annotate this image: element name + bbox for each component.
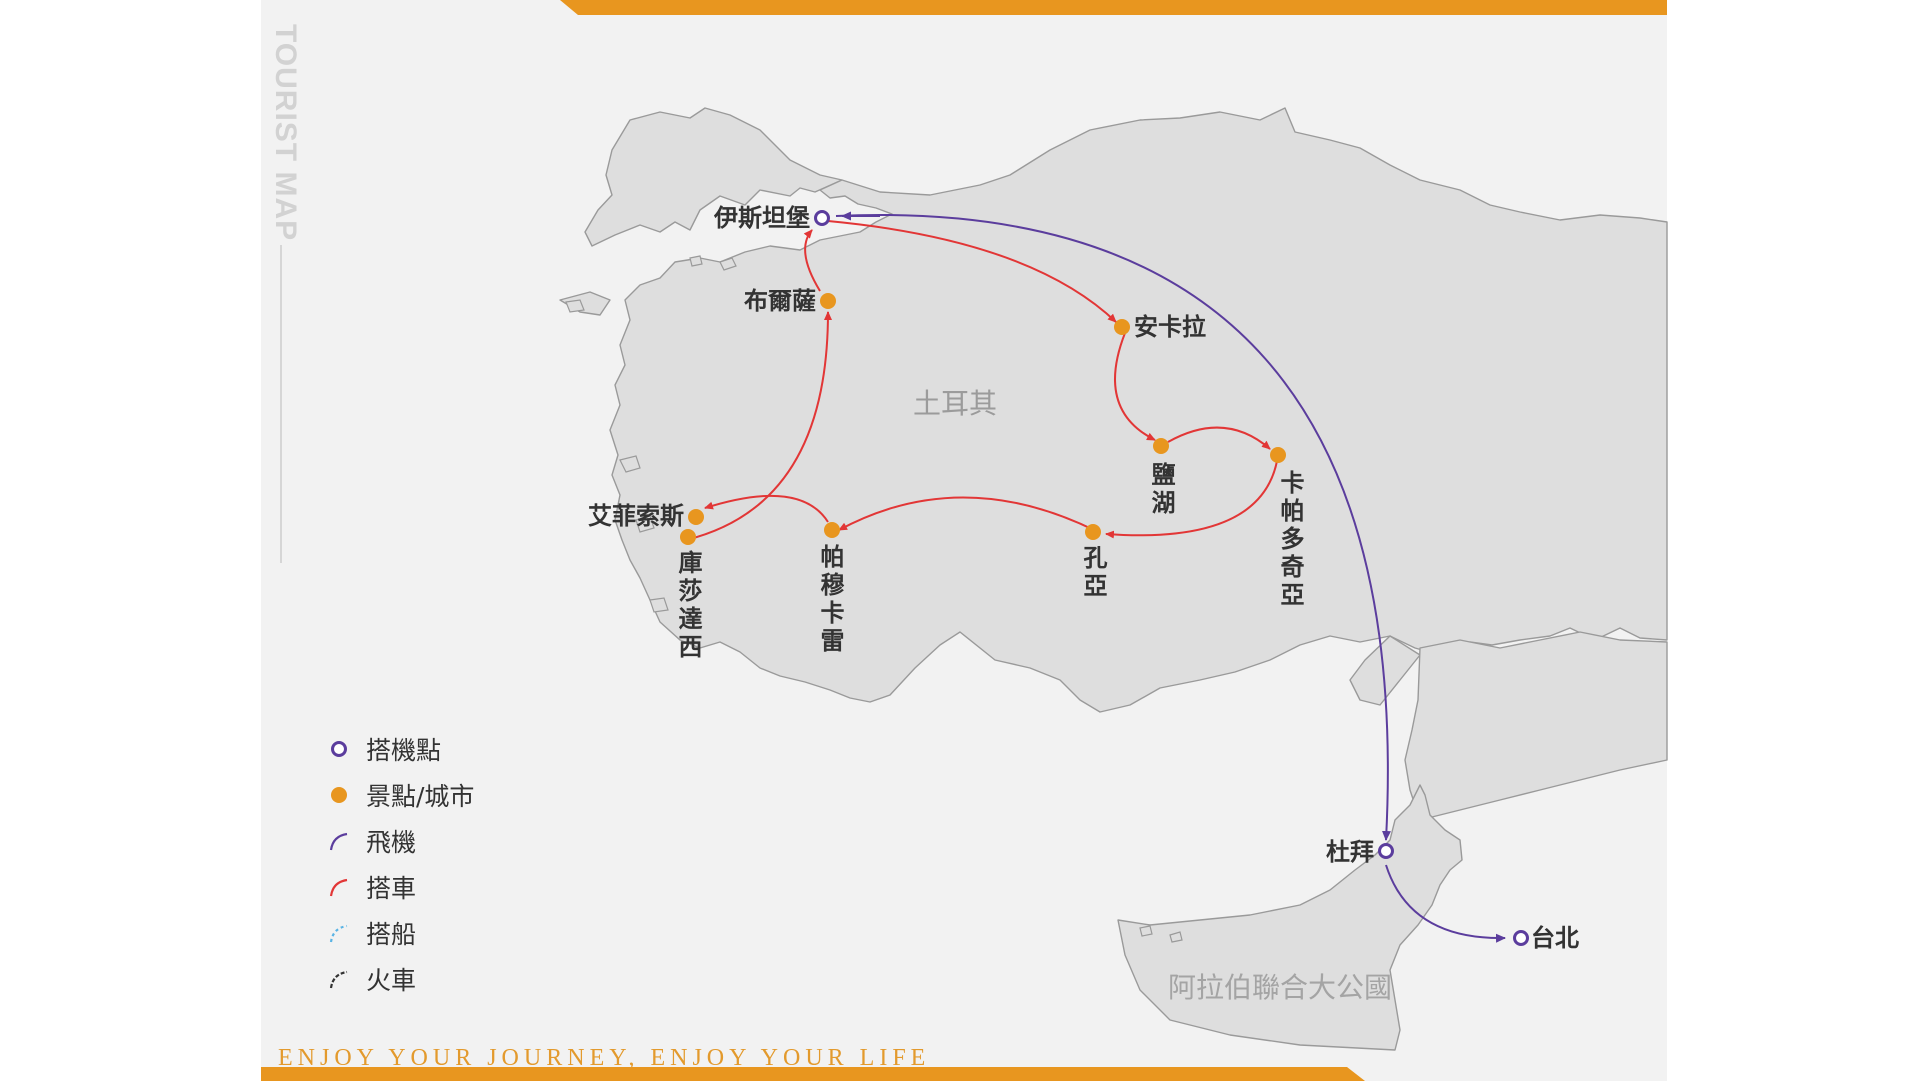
boat-line-icon bbox=[329, 924, 348, 943]
route-flight-dubai-taipei bbox=[1385, 864, 1506, 943]
legend-item-boat: 搭船 bbox=[314, 914, 504, 950]
route-car-ankara-saltlake bbox=[1114, 332, 1156, 441]
dot-konya[interactable] bbox=[1085, 524, 1101, 540]
route-car-kusadasi-bursa bbox=[685, 311, 832, 541]
label-ephesus: 艾菲索斯 bbox=[588, 502, 684, 530]
dot-cappadocia[interactable] bbox=[1270, 447, 1286, 463]
dot-kusadasi[interactable] bbox=[680, 529, 696, 545]
dot-pamukkale[interactable] bbox=[824, 522, 840, 538]
label-istanbul: 伊斯坦堡 bbox=[713, 204, 810, 232]
legend: 搭機點 景點/城市 飛機 搭車 搭船 火車 bbox=[300, 690, 508, 1000]
legend-label-attraction: 景點/城市 bbox=[366, 782, 475, 811]
route-car-cappadocia-konya bbox=[1105, 460, 1278, 539]
island bbox=[635, 515, 655, 533]
route-car-konya-pamukkale bbox=[838, 496, 1095, 531]
islands bbox=[565, 255, 1183, 943]
land-syria bbox=[1404, 631, 1668, 821]
route-flight-istanbul-dubai bbox=[835, 214, 1391, 841]
route-car-pamukkale-ephesus bbox=[704, 494, 829, 523]
side-title: TOURIST MAP bbox=[269, 24, 302, 242]
legend-label-flight: 飛機 bbox=[366, 828, 417, 857]
bottom-accent-bar bbox=[261, 1067, 1365, 1081]
label-taipei: 台北 bbox=[1531, 924, 1579, 952]
island bbox=[719, 257, 737, 271]
top-accent-bar bbox=[560, 0, 1667, 15]
label-konya: 孔亞 bbox=[1079, 545, 1107, 601]
footer-slogan: ENJOY YOUR JOURNEY, ENJOY YOUR LIFE bbox=[278, 1045, 931, 1071]
airport-taipei[interactable] bbox=[1513, 930, 1529, 946]
flight-line-icon bbox=[329, 832, 348, 851]
label-kusadasi: 庫莎達西 bbox=[674, 550, 702, 662]
island bbox=[619, 455, 641, 473]
label-ankara: 安卡拉 bbox=[1134, 313, 1206, 341]
legend-item-train: 火車 bbox=[314, 960, 504, 996]
legend-item-flight: 飛機 bbox=[314, 822, 504, 858]
land-masses bbox=[559, 107, 1668, 1051]
attractions bbox=[680, 293, 1286, 545]
island bbox=[689, 255, 703, 267]
attraction-dot-icon bbox=[331, 787, 347, 803]
legend-label-train: 火車 bbox=[366, 966, 417, 995]
airports bbox=[814, 210, 1529, 946]
route-car-istanbul-ankara bbox=[827, 220, 1117, 323]
land-anatolia bbox=[609, 107, 1668, 713]
route-car-saltlake-cappadocia bbox=[1167, 426, 1271, 450]
car-line-icon bbox=[329, 878, 348, 897]
legend-label-boat: 搭船 bbox=[366, 920, 417, 949]
dot-salt-lake[interactable] bbox=[1153, 438, 1169, 454]
side-divider bbox=[280, 245, 282, 563]
island bbox=[1139, 925, 1153, 937]
legend-label-car: 搭車 bbox=[366, 874, 417, 903]
dot-ephesus[interactable] bbox=[688, 509, 704, 525]
airport-dubai[interactable] bbox=[1378, 843, 1394, 859]
route-car-bursa-istanbul bbox=[803, 229, 821, 292]
label-cappadocia: 卡帕多奇亞 bbox=[1276, 470, 1304, 610]
legend-item-airport: 搭機點 bbox=[314, 730, 504, 766]
airport-circle-icon bbox=[331, 741, 347, 757]
dot-bursa[interactable] bbox=[820, 293, 836, 309]
land-thrace bbox=[584, 107, 843, 247]
land-levant bbox=[1349, 635, 1421, 706]
label-pamukkale: 帕穆卡雷 bbox=[816, 543, 844, 656]
flight-routes bbox=[835, 211, 1506, 943]
legend-item-attraction: 景點/城市 bbox=[314, 776, 504, 812]
island bbox=[565, 299, 585, 313]
place-labels: 伊斯坦堡 布爾薩 安卡拉 鹽湖 卡帕多奇亞 孔亞 帕穆卡雷 庫莎達西 艾菲索斯 … bbox=[588, 204, 1579, 952]
train-line-icon bbox=[329, 970, 348, 989]
island bbox=[649, 597, 669, 613]
region-label-turkey: 土耳其 bbox=[913, 387, 997, 420]
label-salt-lake: 鹽湖 bbox=[1147, 462, 1175, 518]
label-bursa: 布爾薩 bbox=[744, 287, 816, 315]
label-dubai: 杜拜 bbox=[1326, 838, 1374, 866]
island bbox=[1169, 931, 1183, 943]
legend-item-car: 搭車 bbox=[314, 868, 504, 904]
airport-istanbul[interactable] bbox=[814, 210, 830, 226]
legend-label-airport: 搭機點 bbox=[366, 736, 442, 765]
car-routes bbox=[685, 220, 1278, 541]
dot-ankara[interactable] bbox=[1114, 319, 1130, 335]
land-uae bbox=[1117, 784, 1463, 1051]
region-label-uae: 阿拉伯聯合大公國 bbox=[1168, 971, 1392, 1004]
